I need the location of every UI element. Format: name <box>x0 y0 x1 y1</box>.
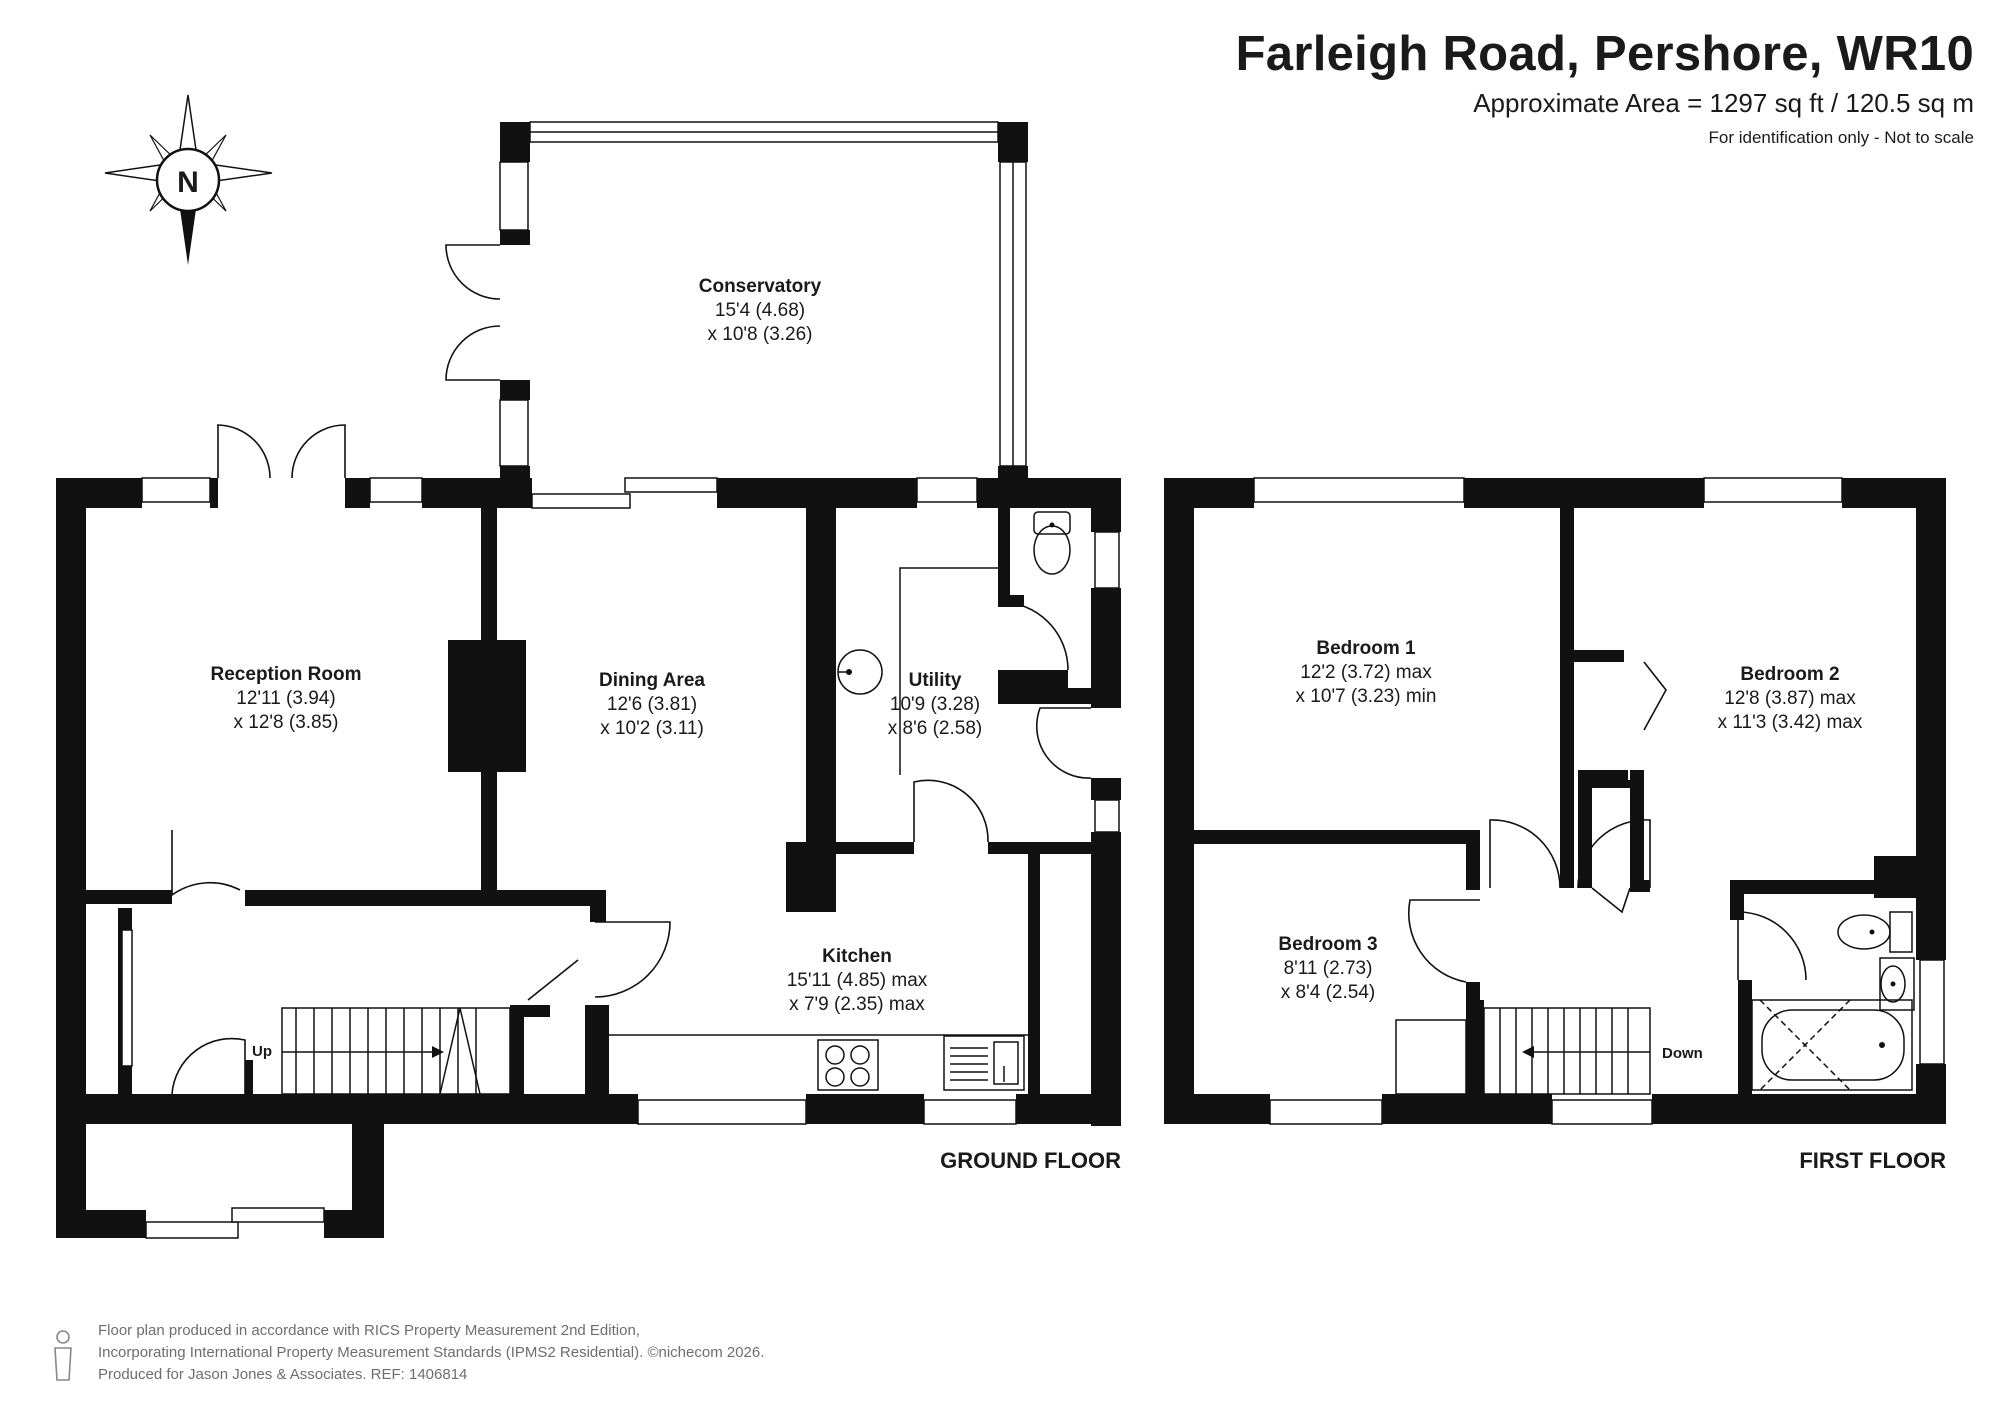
property-title: Farleigh Road, Pershore, WR10 <box>1235 27 1974 81</box>
bedroom3-name: Bedroom 3 <box>1278 934 1377 955</box>
first-floor-label: FIRST FLOOR <box>1799 1148 1946 1173</box>
hob-icon <box>817 1039 879 1091</box>
utility-dim1: 10'9 (3.28) <box>890 694 980 715</box>
first-stairs-label: Down <box>1662 1045 1703 1062</box>
first-floor-labels: Bedroom 1 12'2 (3.72) max x 10'7 (3.23) … <box>1278 638 1946 1173</box>
bathroom-basin-icon <box>1879 957 1915 1011</box>
kitchen-sink-icon <box>943 1035 1025 1091</box>
footer-line-1: Floor plan produced in accordance with R… <box>98 1322 640 1339</box>
dining-area-dim1: 12'6 (3.81) <box>607 694 697 715</box>
identification-note: For identification only - Not to scale <box>1708 128 1974 147</box>
ground-floor-walls <box>56 121 1121 1239</box>
bedroom3-dim2: x 8'4 (2.54) <box>1281 982 1375 1003</box>
approximate-area: Approximate Area = 1297 sq ft / 120.5 sq… <box>1473 88 1974 118</box>
bath-icon <box>1751 999 1913 1091</box>
ground-floor-labels: Conservatory 15'4 (4.68) x 10'8 (3.26) R… <box>211 276 1122 1173</box>
footer-credits: Floor plan produced in accordance with R… <box>98 1320 764 1386</box>
first-floor-doors <box>1407 661 1807 983</box>
ground-stairs-label: Up <box>252 1043 272 1060</box>
conservatory-dim1: 15'4 (4.68) <box>715 300 805 321</box>
bathroom-toilet-icon <box>1837 911 1913 953</box>
bedroom2-name: Bedroom 2 <box>1740 664 1839 685</box>
compass-rose-icon: N <box>104 94 273 265</box>
conservatory-name: Conservatory <box>699 276 822 297</box>
conservatory-dim2: x 10'8 (3.26) <box>707 324 812 345</box>
first-floor-fixtures <box>1395 911 1915 1095</box>
bedroom1-name: Bedroom 1 <box>1316 638 1416 659</box>
dining-area-dim2: x 10'2 (3.11) <box>600 718 704 739</box>
dining-area-name: Dining Area <box>599 670 705 691</box>
person-icon <box>54 1330 72 1381</box>
kitchen-name: Kitchen <box>822 946 892 967</box>
footer-line-2: Incorporating International Property Mea… <box>98 1344 765 1361</box>
ground-staircase-icon <box>281 1007 511 1095</box>
ground-floor-fixtures <box>281 511 1071 1095</box>
kitchen-dim1: 15'11 (4.85) max <box>787 970 928 991</box>
utility-basin-icon <box>837 649 883 695</box>
compass-north-label: N <box>177 166 199 199</box>
bedroom2-dim1: 12'8 (3.87) max <box>1724 688 1856 709</box>
toilet-icon <box>1033 511 1071 575</box>
first-staircase-icon <box>1483 1007 1651 1095</box>
bedroom3-dim1: 8'11 (2.73) <box>1284 958 1373 979</box>
bedroom2-dim2: x 11'3 (3.42) max <box>1718 712 1863 733</box>
utility-name: Utility <box>909 670 962 691</box>
kitchen-dim2: x 7'9 (2.35) max <box>789 994 925 1015</box>
reception-room-dim2: x 12'8 (3.85) <box>233 712 338 733</box>
bedroom1-dim1: 12'2 (3.72) max <box>1300 662 1432 683</box>
utility-dim2: x 8'6 (2.58) <box>888 718 982 739</box>
footer-line-3: Produced for Jason Jones & Associates. R… <box>98 1366 468 1383</box>
first-floor-walls <box>1164 477 1946 1125</box>
bedroom1-dim2: x 10'7 (3.23) min <box>1296 686 1437 707</box>
reception-room-name: Reception Room <box>211 664 362 685</box>
ground-floor-label: GROUND FLOOR <box>940 1148 1121 1173</box>
reception-room-dim1: 12'11 (3.94) <box>236 688 335 709</box>
